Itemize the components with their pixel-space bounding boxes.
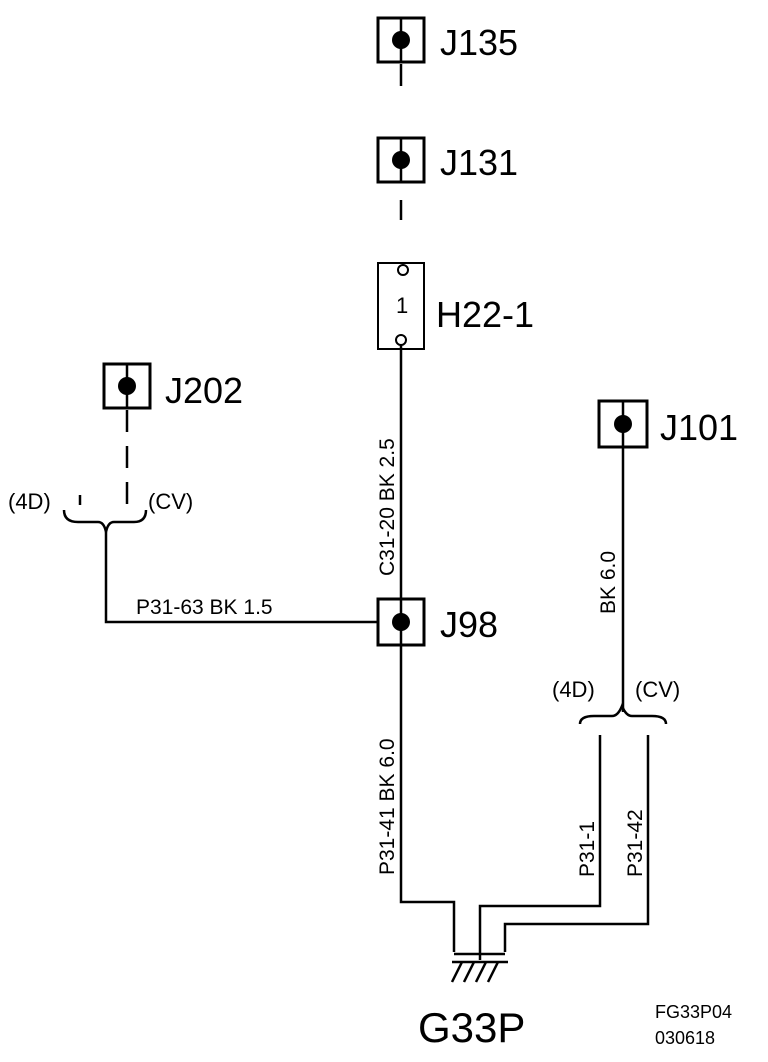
wire-label-p31-1: P31-1 xyxy=(576,821,599,877)
ground-label-g33p: G33P xyxy=(418,1004,525,1051)
wire-label-p31-63: P31-63 BK 1.5 xyxy=(136,596,273,619)
wire-p31-42[interactable] xyxy=(503,735,650,952)
label-j135: J135 xyxy=(440,22,518,63)
figure-code: FG33P04 xyxy=(655,1002,732,1022)
option-cv-left: (CV) xyxy=(148,489,193,514)
wire-p31-1[interactable] xyxy=(478,735,602,960)
figure-date: 030618 xyxy=(655,1028,715,1048)
connector-j98[interactable] xyxy=(376,597,426,647)
ground-icon[interactable] xyxy=(450,952,508,983)
wire-p31-63[interactable] xyxy=(104,532,401,624)
label-j131: J131 xyxy=(440,142,518,183)
pin-number-h22: 1 xyxy=(396,293,408,318)
connector-j131[interactable] xyxy=(376,136,426,184)
connector-j202[interactable] xyxy=(102,362,152,410)
wire-label-j101: BK 6.0 xyxy=(597,551,620,614)
wire-label-p31-42: P31-42 xyxy=(624,809,647,877)
option-brace-right xyxy=(578,702,668,725)
label-j101: J101 xyxy=(660,407,738,448)
wire-p31-41[interactable] xyxy=(399,645,456,952)
connector-j101[interactable] xyxy=(597,399,649,449)
connector-j135[interactable] xyxy=(376,16,426,64)
option-brace-left xyxy=(62,509,148,533)
wire-label-c31-20: C31-20 BK 2.5 xyxy=(376,438,399,576)
label-j98: J98 xyxy=(440,604,498,645)
option-4d-right: (4D) xyxy=(552,677,595,702)
option-cv-right: (CV) xyxy=(635,677,680,702)
option-4d-left: (4D) xyxy=(8,489,51,514)
label-j202: J202 xyxy=(165,370,243,411)
wire-label-p31-41: P31-41 BK 6.0 xyxy=(376,738,399,875)
label-h22-1: H22-1 xyxy=(436,294,534,335)
